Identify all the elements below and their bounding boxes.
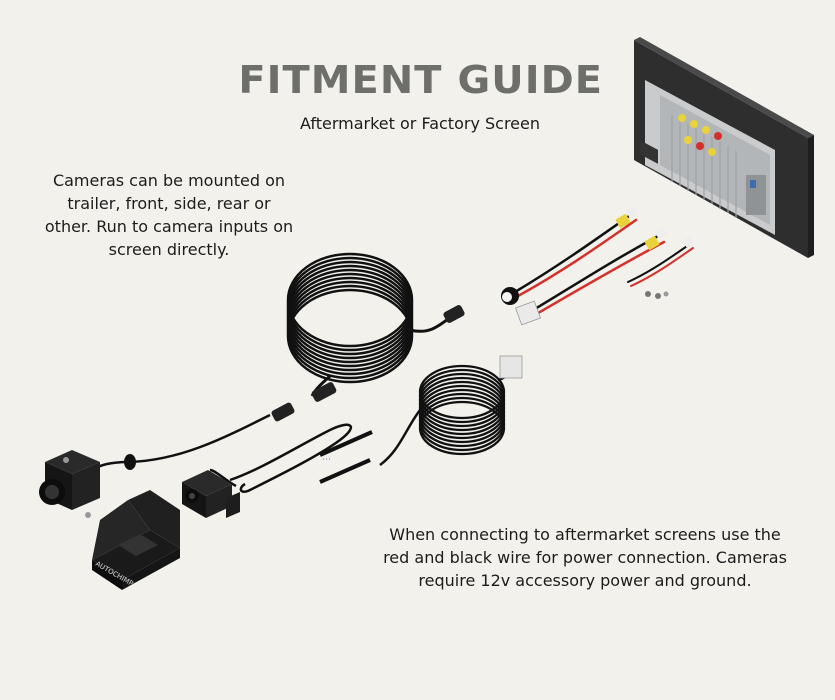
- backup-camera: [182, 470, 240, 518]
- head-unit-screen: [634, 37, 814, 258]
- page-title: FITMENT GUIDE: [238, 58, 603, 102]
- plug-connector-icon: [499, 355, 523, 379]
- aviation-connectors: [271, 305, 465, 422]
- camera-lead-cables: [91, 413, 373, 493]
- page-subtitle: Aftermarket or Factory Screen: [300, 114, 540, 133]
- wiring-harness: [513, 212, 694, 318]
- rca-plugs: [615, 206, 694, 251]
- camera-cable-coil: [379, 364, 514, 466]
- camera-mounting-note: Cameras can be mounted on trailer, front…: [44, 171, 294, 259]
- svg-text:⋯: ⋯: [322, 455, 331, 465]
- cable-grommet: [124, 454, 136, 470]
- power-connection-note: When connecting to aftermarket screens u…: [383, 525, 787, 590]
- extension-cable-coil: [286, 252, 453, 397]
- mounting-bracket: AUTOCHIMP: [92, 490, 180, 590]
- cube-camera: [39, 450, 100, 518]
- harness-connectors: [501, 287, 669, 326]
